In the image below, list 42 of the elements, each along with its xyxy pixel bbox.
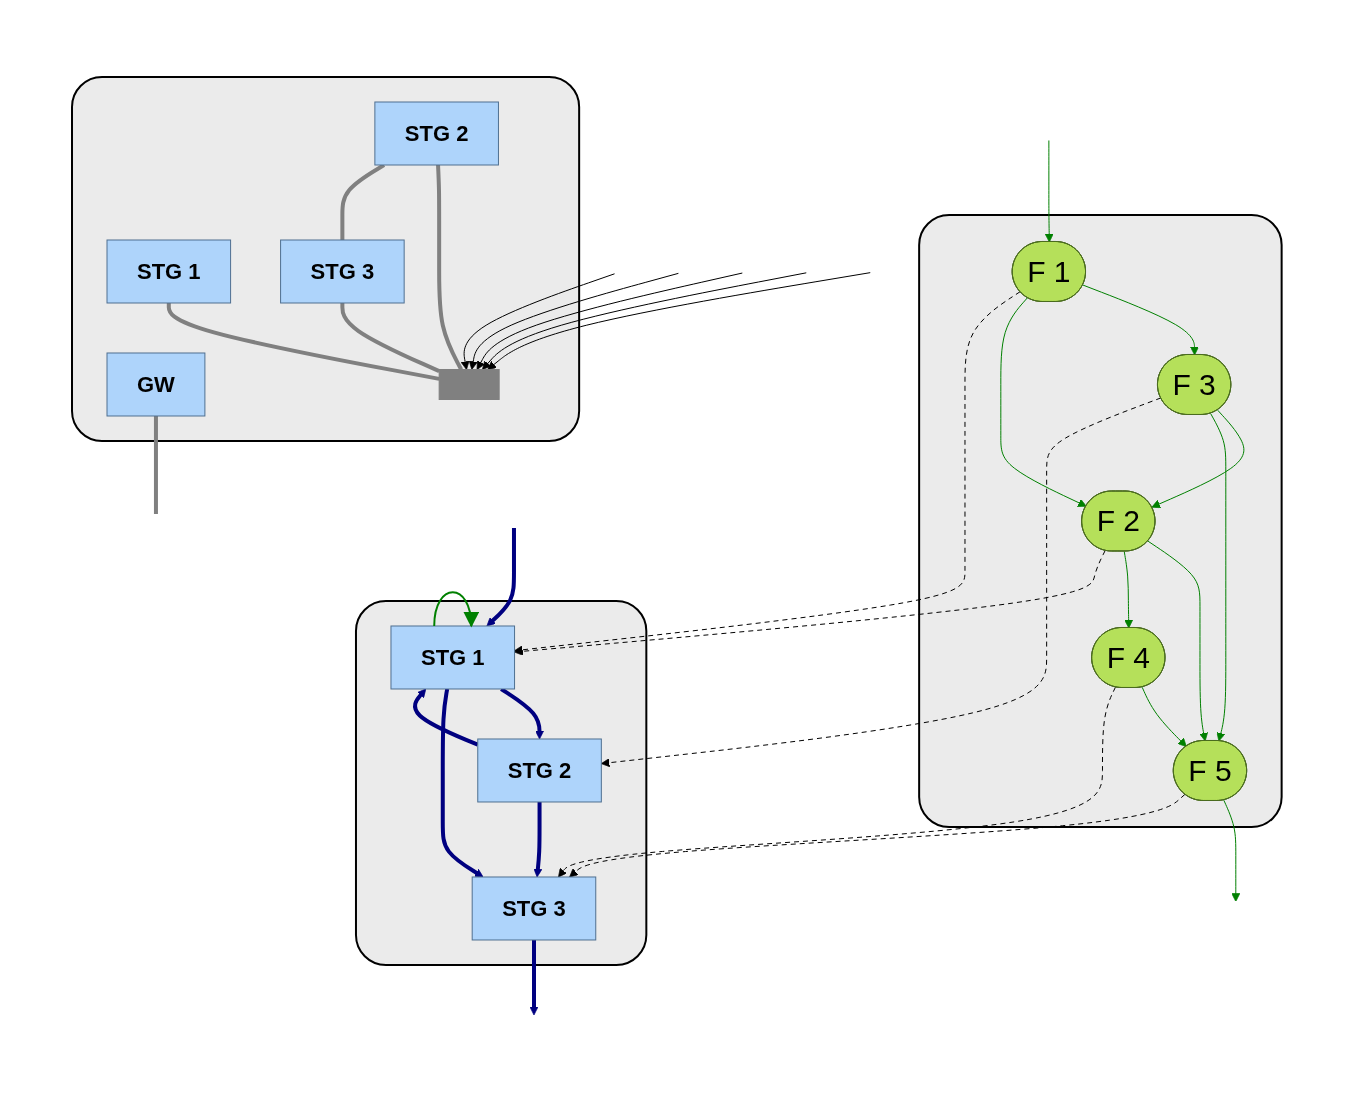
arrow	[482, 272, 807, 370]
arrow	[601, 397, 1162, 768]
arrow	[433, 591, 479, 628]
control-unit-box: STG 1	[106, 239, 232, 304]
bus-bar	[438, 369, 500, 400]
arrow	[500, 687, 545, 740]
arrow	[1141, 686, 1187, 747]
connector-line	[340, 163, 386, 240]
connector-line	[436, 164, 464, 371]
control-unit-box: GW	[106, 352, 206, 417]
arrow	[486, 528, 517, 627]
arrow	[1147, 540, 1209, 742]
connector-line	[340, 303, 441, 373]
arrow	[487, 272, 871, 370]
control-unit-box: STG 1	[390, 625, 516, 690]
arrow	[440, 688, 484, 878]
arrow	[529, 940, 539, 1016]
arrow	[1223, 799, 1241, 902]
arrow	[514, 550, 1106, 656]
arrow	[569, 793, 1186, 878]
arrow	[1000, 297, 1087, 507]
function-node: F 3	[1157, 354, 1232, 415]
arrow	[413, 688, 479, 747]
connector-line	[154, 416, 159, 514]
control-unit-box: STG 3	[471, 876, 597, 941]
function-node: F 4	[1091, 627, 1166, 688]
arrow	[1082, 284, 1200, 356]
arrow	[469, 272, 680, 370]
function-node: F 1	[1011, 241, 1087, 302]
function-node: F 5	[1173, 740, 1248, 801]
arrow	[533, 802, 543, 878]
control-unit-box: STG 3	[280, 239, 405, 304]
control-unit-box: STG 2	[374, 101, 500, 166]
arrow	[476, 272, 743, 370]
arrow	[558, 686, 1117, 878]
arrow	[1045, 140, 1054, 243]
control-unit-box: STG 2	[477, 738, 602, 803]
arrow	[1123, 551, 1134, 629]
arrow	[1151, 409, 1245, 509]
function-node: F 2	[1081, 490, 1156, 552]
arrow	[1210, 413, 1227, 742]
arrow	[460, 273, 616, 370]
